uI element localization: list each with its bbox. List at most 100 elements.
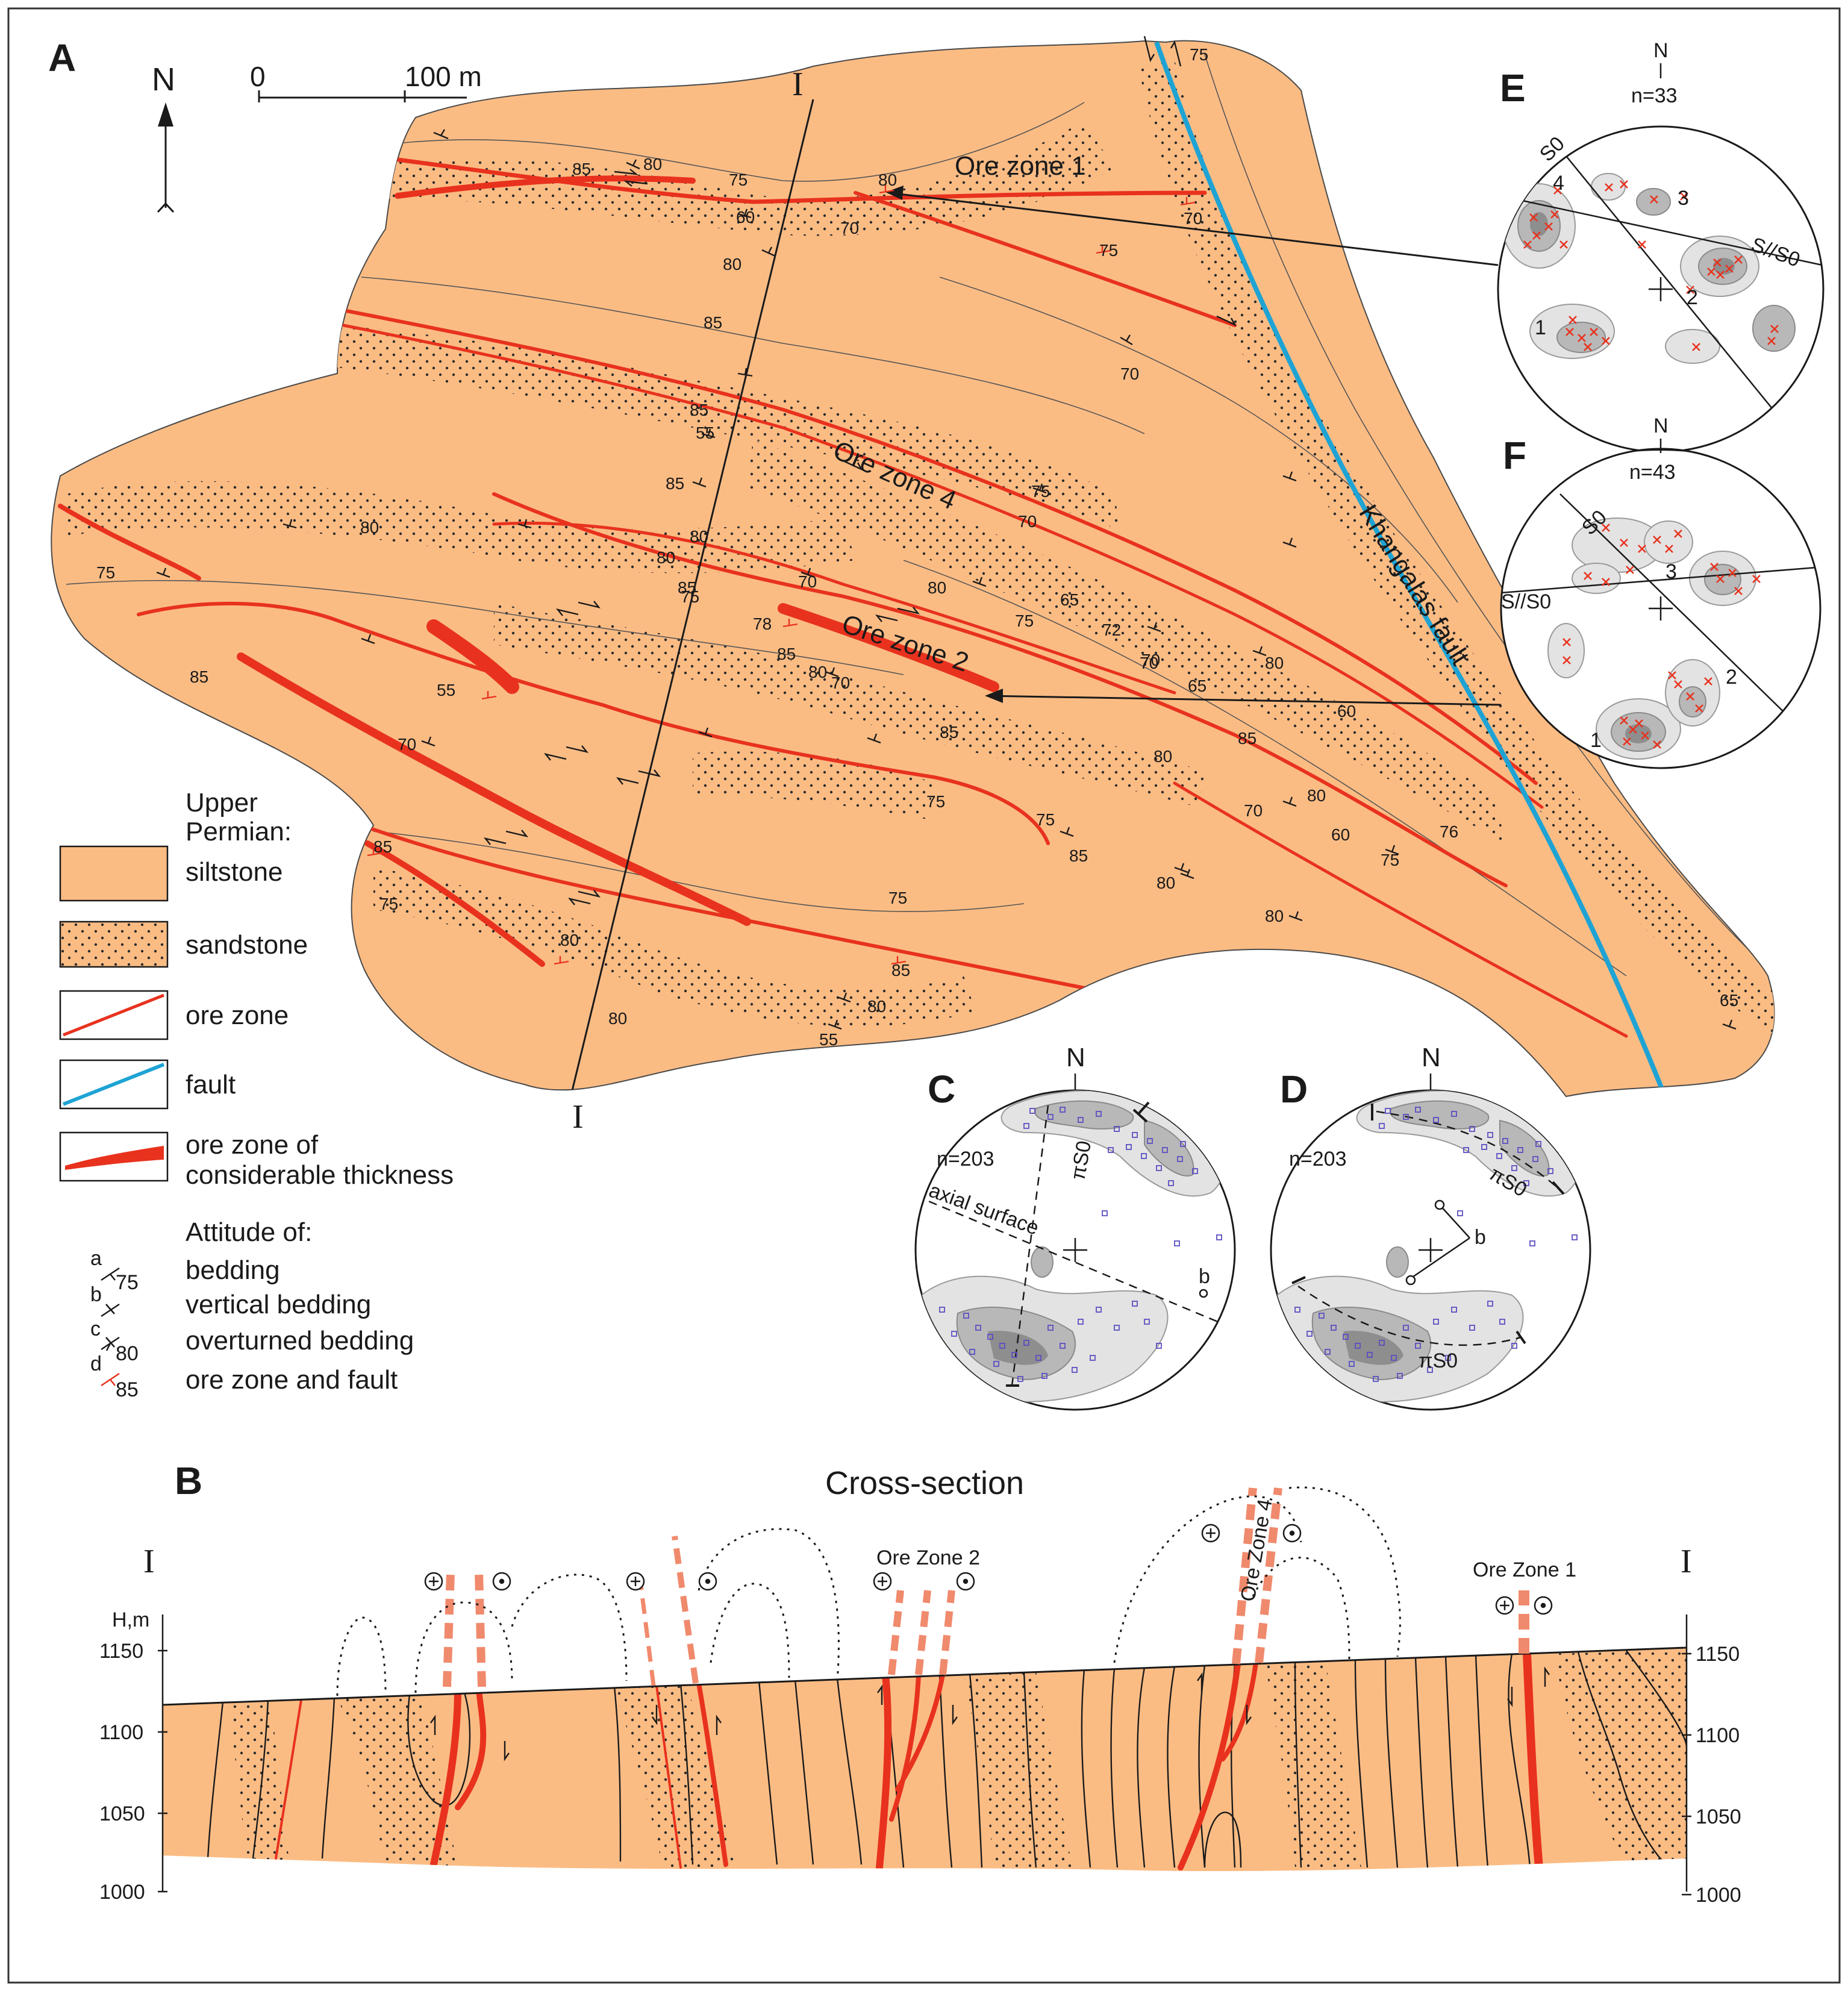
dip-value: 75 <box>1381 851 1399 869</box>
dip-value: 85 <box>1238 729 1256 748</box>
ore-zone-thick <box>426 619 519 694</box>
sandstone-band <box>66 481 855 574</box>
legend-label-fault: fault <box>186 1070 236 1099</box>
legend: Upper Permian: siltstone sandstone ore z… <box>59 788 454 1401</box>
dip-value: 75 <box>1015 611 1034 630</box>
dip-value: 80 <box>657 548 675 567</box>
stereonet-e-cluster-4: 4 <box>1553 172 1564 195</box>
stereonet-d-pi-s0-bottom: πS0 <box>1419 1349 1458 1372</box>
ore-zone-2-thick <box>778 603 999 692</box>
sandstone-band <box>747 440 1506 843</box>
dip-value: 65 <box>1060 590 1079 609</box>
bedding-trace <box>373 831 1025 912</box>
dip-value: 85 <box>572 160 591 178</box>
dip-value: 85 <box>891 961 910 980</box>
leader-line-f <box>987 695 1502 706</box>
axis-tick-right: 1100 <box>1696 1724 1740 1747</box>
motion-symbols <box>424 1524 1553 1615</box>
sandstone-band <box>337 325 1120 530</box>
legend-label-thick-line2: considerable thickness <box>186 1160 454 1190</box>
dip-value: 85 <box>690 401 708 419</box>
attitude-label-overturned: overturned bedding <box>186 1326 414 1355</box>
attitude-value-d: 85 <box>116 1378 139 1401</box>
axis-tick-left: 1000 <box>99 1881 145 1904</box>
legend-swatch-thick-ore-zone <box>59 1131 169 1182</box>
scale-bar: 0 100 m <box>250 61 482 102</box>
dip-value: 65 <box>1720 991 1738 1010</box>
dip-value: 85 <box>373 837 392 856</box>
stereonet-e-cluster-1: 1 <box>1535 316 1546 339</box>
stereonet-e: E N n=33 S0 S//S0 1 <box>1497 39 1825 453</box>
dip-value: 85 <box>704 313 722 332</box>
ore-zone-1-line <box>395 157 1207 204</box>
attitude-value-c: 80 <box>116 1342 139 1365</box>
dip-values: 75 80 85 75 60 70 80 70 75 80 85 85 55 8… <box>96 45 1738 1049</box>
north-arrow: N <box>152 61 175 213</box>
sandstone-band <box>373 867 976 1027</box>
fault-line <box>1154 41 1665 1092</box>
dip-value: 80 <box>1265 907 1284 925</box>
attitude-key-d: d <box>90 1352 102 1375</box>
ore-zone-4-line <box>342 308 1538 785</box>
attitude-key-b: b <box>90 1283 102 1306</box>
section-line <box>571 99 814 1091</box>
ore-zone-2-line <box>492 492 1508 887</box>
dip-value: 55 <box>437 681 455 699</box>
dip-value: 85 <box>777 645 796 663</box>
cross-section-title: Cross-section <box>825 1465 1024 1501</box>
ore-zone-line <box>360 824 1086 990</box>
dip-value: 72 <box>1102 620 1121 639</box>
legend-attitude-heading: Attitude of: <box>186 1217 312 1247</box>
stereonet-f-s-s0: S//S0 <box>1501 590 1551 613</box>
ore-zone-line <box>364 840 545 967</box>
dip-value: 70 <box>1184 209 1202 228</box>
ore-zone-line <box>492 522 1176 695</box>
dip-value: 65 <box>1188 677 1207 695</box>
dip-value: 80 <box>867 997 886 1016</box>
legend-swatch-siltstone <box>59 845 169 902</box>
dip-value: 76 <box>1440 822 1458 841</box>
bedding-trace <box>903 560 1627 977</box>
dip-value: 80 <box>928 578 946 597</box>
dip-value: 55 <box>819 1030 838 1049</box>
dip-value: 75 <box>888 889 907 907</box>
dip-value: 60 <box>1331 825 1350 844</box>
attitude-key-a: a <box>90 1247 102 1270</box>
panel-letter-e: E <box>1500 66 1526 110</box>
axis-title: H,m <box>112 1608 149 1631</box>
dip-value: 70 <box>831 674 850 692</box>
dip-value: 80 <box>878 170 897 189</box>
dip-value: 80 <box>1307 786 1326 805</box>
legend-label-siltstone: siltstone <box>186 857 283 887</box>
stereonet-f: F N n=43 S0 S//S0 1 <box>1500 414 1821 769</box>
dip-value: 60 <box>736 208 755 227</box>
stereonet-d-poles <box>1294 1107 1578 1382</box>
dip-value: 85 <box>1069 846 1088 865</box>
dip-value: 75 <box>96 563 115 582</box>
ore-zone-line <box>58 504 201 581</box>
dip-value: 70 <box>798 572 817 591</box>
dip-value: 80 <box>643 155 662 173</box>
scale-start: 0 <box>250 61 266 92</box>
scale-end: 100 m <box>405 61 482 92</box>
attitude-key-c: c <box>90 1317 101 1340</box>
stereonet-f-cluster-3: 3 <box>1665 560 1677 583</box>
stereonet-e-poles <box>1523 180 1779 351</box>
ore-zone-line <box>137 601 1050 845</box>
dip-value: 75 <box>1031 482 1050 501</box>
attitude-value-a: 75 <box>116 1271 139 1294</box>
sandstone-band <box>386 120 1114 236</box>
stereonet-d-count: n=203 <box>1289 1148 1347 1171</box>
ore-zone-1-label: Ore zone 1 <box>955 151 1086 181</box>
stereonet-e-contours <box>1499 127 1823 422</box>
attitude-label-ore-fault: ore zone and fault <box>186 1365 398 1395</box>
stereonet-e-cluster-2: 2 <box>1687 286 1698 309</box>
section-end-bottom: I <box>572 1098 584 1136</box>
stereonet-e-cluster-3: 3 <box>1678 187 1689 210</box>
dip-value: 75 <box>681 587 699 606</box>
dip-value: 80 <box>360 518 379 537</box>
stereonet-f-cluster-1: 1 <box>1590 729 1602 752</box>
panel-letter-c: C <box>928 1067 955 1111</box>
dip-value: 70 <box>1140 654 1158 672</box>
